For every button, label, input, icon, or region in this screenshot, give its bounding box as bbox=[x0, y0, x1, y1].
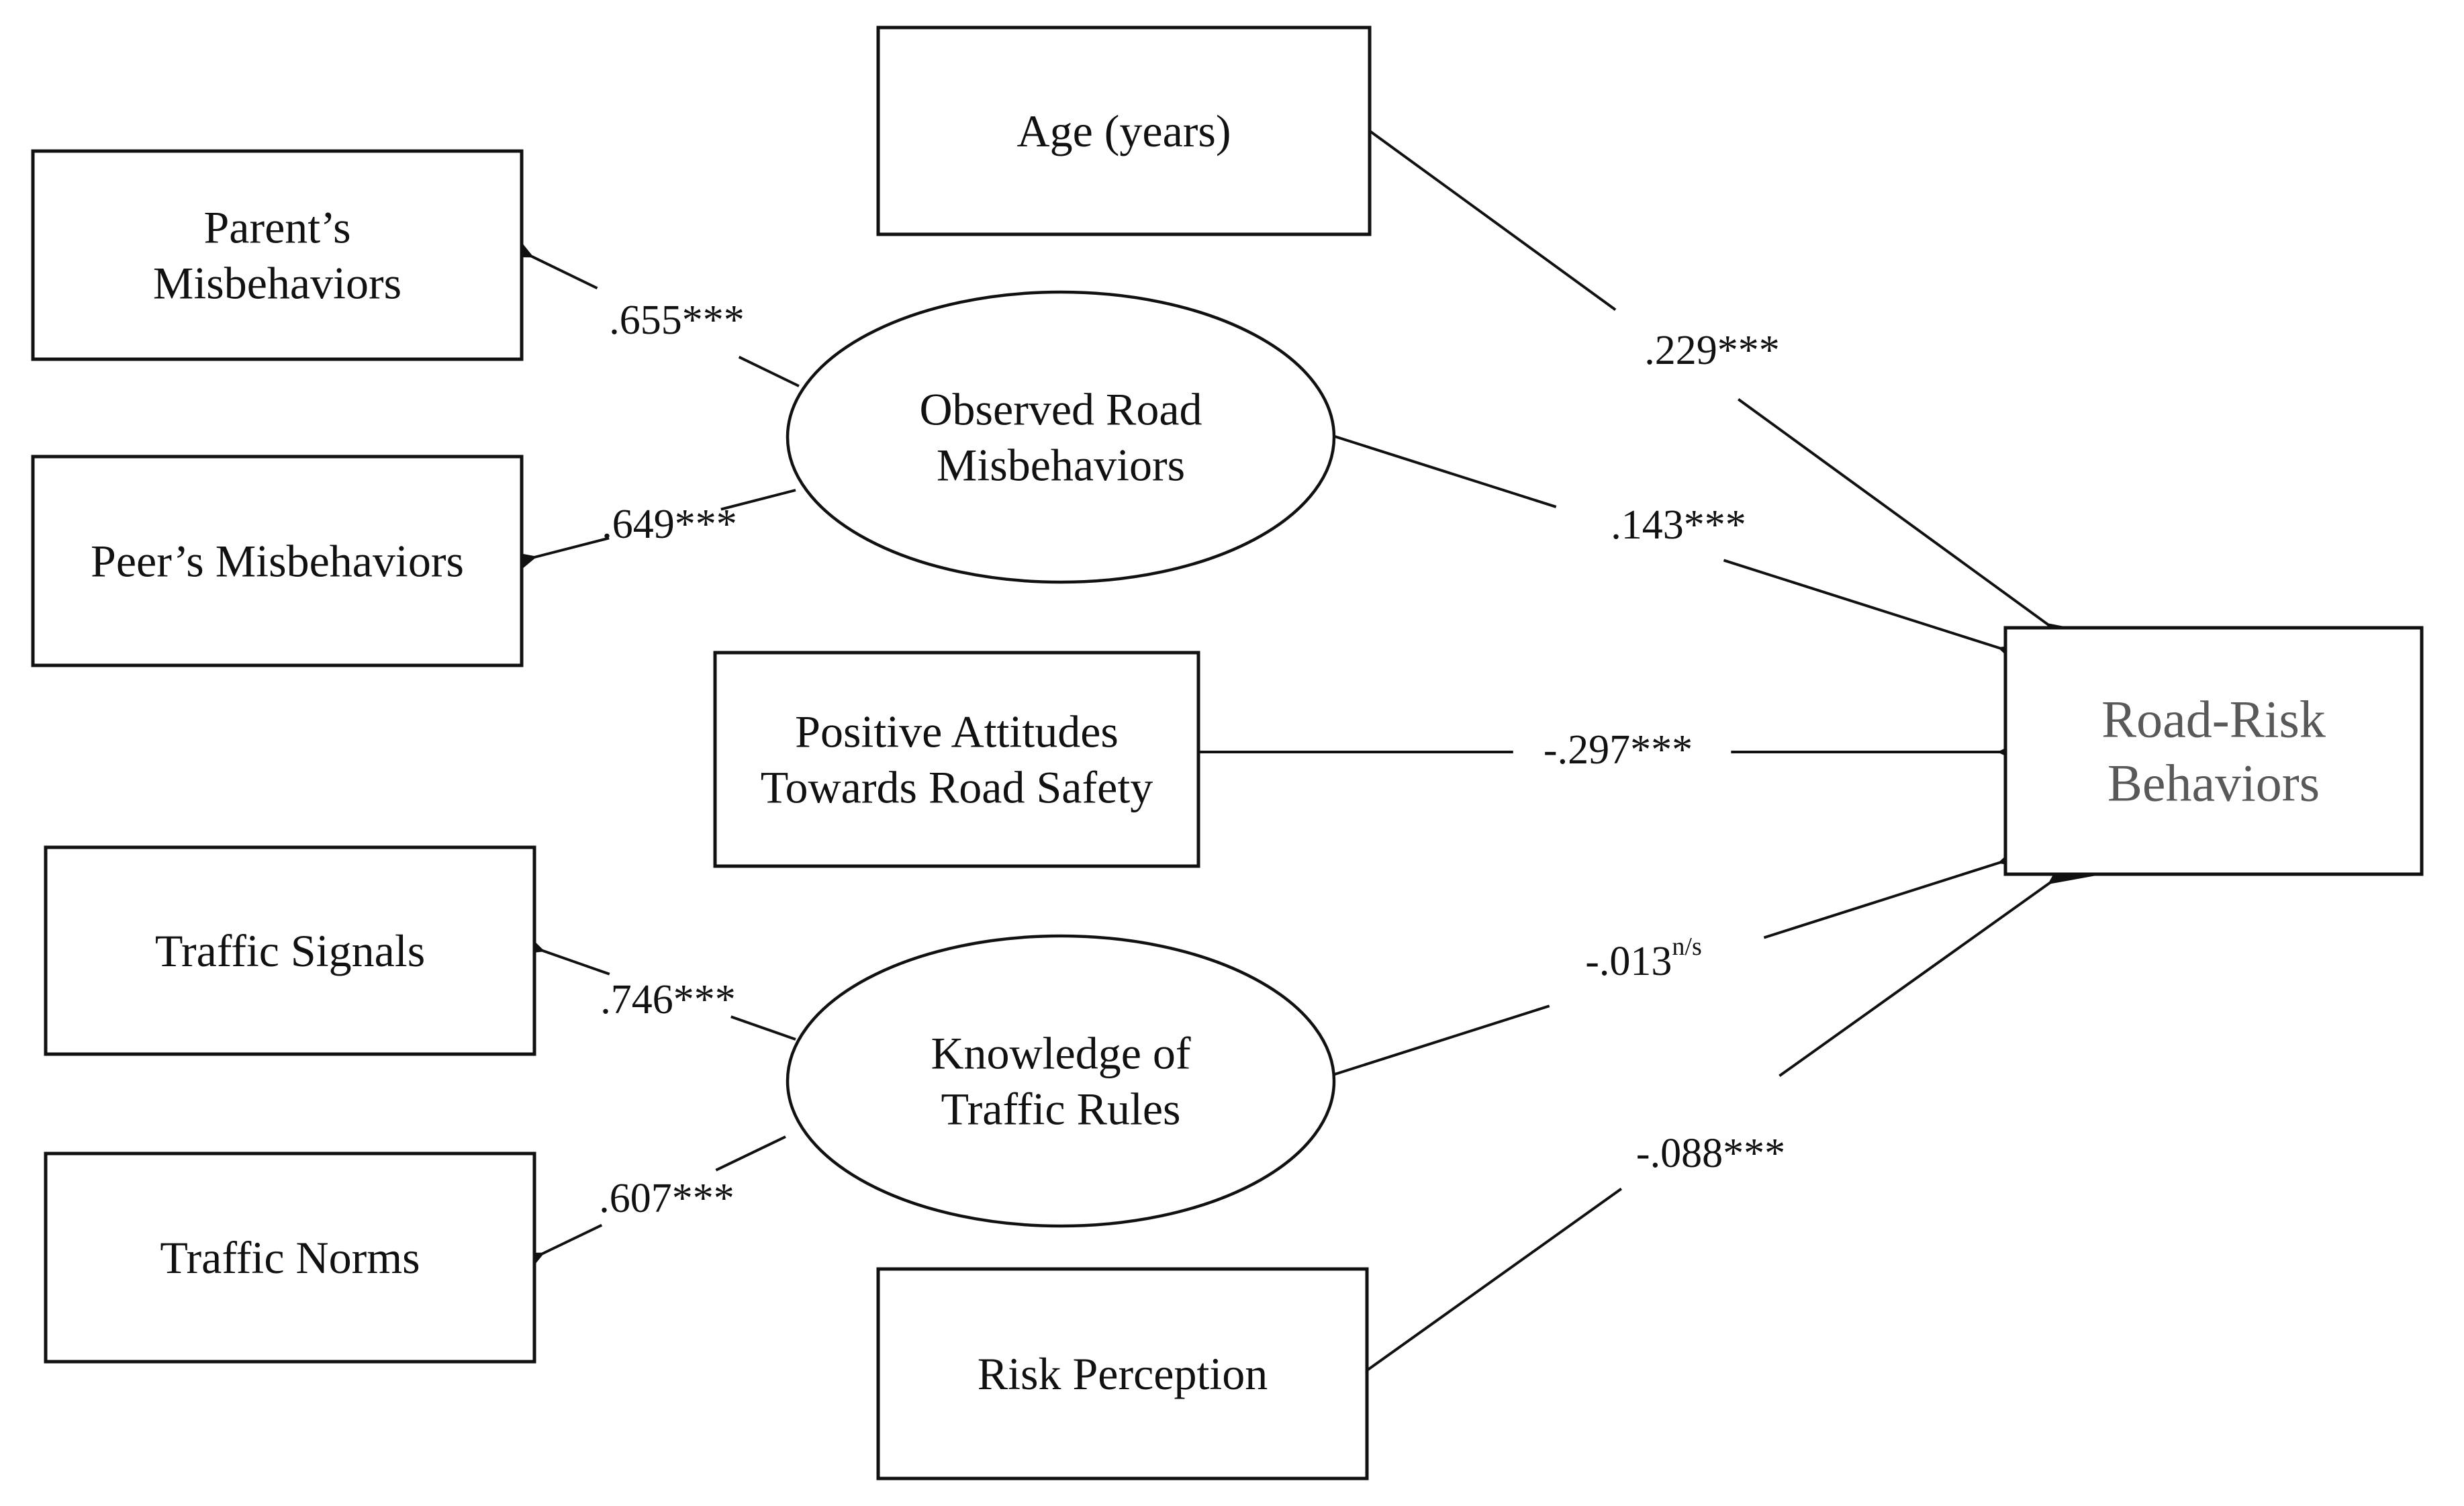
node-observed-road-misbehaviors-ellipse bbox=[786, 290, 1336, 584]
coefficient-label-posatt-to-roadrisk: -.297*** bbox=[1544, 727, 1693, 773]
node-traffic-norms-label-line1: Traffic Norms bbox=[160, 1232, 420, 1283]
path-observed-to-peers: .649*** bbox=[482, 489, 796, 591]
coefficient-label-observed-to-roadrisk: .143*** bbox=[1611, 502, 1746, 548]
node-knowledge-traffic-rules-label-line1: Knowledge of bbox=[931, 1028, 1190, 1079]
node-positive-attitudes-label-line1: Positive Attitudes bbox=[795, 706, 1119, 757]
path-observed-to-peers-segment-start bbox=[720, 489, 796, 511]
node-risk-perception-box bbox=[876, 1267, 1369, 1480]
node-risk-perception: Risk Perception bbox=[876, 1267, 1369, 1480]
path-riskperc-to-roadrisk-segment-arrow bbox=[1779, 837, 2101, 1078]
node-observed-road-misbehaviors-label-line2: Misbehaviors bbox=[937, 439, 1185, 490]
node-traffic-signals: Traffic Signals bbox=[44, 845, 536, 1056]
node-traffic-signals-box bbox=[44, 845, 536, 1056]
path-observed-to-roadrisk-segment-start bbox=[1334, 435, 1557, 508]
coefficient-label-observed-to-parents: .655*** bbox=[609, 297, 745, 343]
path-knowledge-to-norms-segment-start bbox=[715, 1135, 786, 1172]
coefficient-label-riskperc-to-roadrisk: -.088*** bbox=[1636, 1131, 1785, 1176]
node-peers-misbehaviors-label-line1: Peer’s Misbehaviors bbox=[91, 536, 464, 587]
path-riskperc-to-roadrisk-segment-start bbox=[1366, 1187, 1623, 1372]
node-age: Age (years) bbox=[876, 26, 1372, 236]
path-observed-to-peers-segment-arrow bbox=[482, 536, 610, 591]
node-parents-misbehaviors-label-line1: Parent’s bbox=[203, 202, 350, 253]
node-road-risk-behaviors-label-line2: Behaviors bbox=[2107, 754, 2320, 812]
path-knowledge-to-signals-segment-start bbox=[730, 1015, 796, 1041]
coefficient-label-observed-to-peers: .649*** bbox=[602, 502, 737, 547]
path-knowledge-to-signals-segment-arrow bbox=[489, 914, 610, 976]
path-age-to-roadrisk-segment-arrow bbox=[1738, 397, 2099, 670]
node-age-box bbox=[876, 26, 1372, 236]
node-observed-road-misbehaviors-label-line1: Observed Road bbox=[919, 384, 1202, 435]
path-posatt-to-roadrisk: -.297*** bbox=[1198, 727, 2049, 775]
node-knowledge-traffic-rules-label-line2: Traffic Rules bbox=[941, 1083, 1181, 1134]
node-positive-attitudes-box bbox=[713, 651, 1200, 868]
path-knowledge-to-norms-segment-arrow bbox=[489, 1223, 603, 1295]
path-knowledge-to-roadrisk-segment-arrow bbox=[1763, 827, 2053, 939]
path-knowledge-to-norms: .607*** bbox=[489, 1135, 786, 1295]
path-observed-to-parents-segment-arrow bbox=[478, 216, 598, 290]
coefficient-label-knowledge-to-roadrisk: -.013n/s bbox=[1585, 933, 1702, 984]
path-knowledge-to-signals: .746*** bbox=[489, 914, 796, 1041]
node-positive-attitudes-label-line2: Towards Road Safety bbox=[761, 761, 1153, 812]
node-traffic-norms: Traffic Norms bbox=[44, 1151, 536, 1364]
path-knowledge-to-roadrisk-segment-start bbox=[1334, 1004, 1550, 1076]
node-peers-misbehaviors: Peer’s Misbehaviors bbox=[31, 455, 524, 667]
path-observed-to-parents: .655*** bbox=[478, 216, 800, 387]
path-age-to-roadrisk-segment-start bbox=[1368, 130, 1617, 312]
path-observed-to-parents-segment-start bbox=[738, 355, 800, 387]
node-traffic-norms-box bbox=[44, 1151, 536, 1364]
node-road-risk-behaviors-box bbox=[2003, 626, 2424, 876]
path-observed-to-roadrisk: .143*** bbox=[1334, 435, 2053, 684]
node-peers-misbehaviors-box bbox=[31, 455, 524, 667]
path-knowledge-to-roadrisk: -.013n/s bbox=[1334, 827, 2053, 1076]
node-age-label-line1: Age (years) bbox=[1016, 105, 1231, 156]
node-road-risk-behaviors-label-line1: Road-Risk bbox=[2101, 690, 2326, 748]
node-risk-perception-label-line1: Risk Perception bbox=[978, 1348, 1268, 1399]
path-observed-to-roadrisk-segment-arrow bbox=[1723, 559, 2053, 684]
node-knowledge-traffic-rules-ellipse bbox=[786, 934, 1336, 1228]
path-riskperc-to-roadrisk: -.088*** bbox=[1366, 837, 2101, 1372]
node-traffic-signals-label-line1: Traffic Signals bbox=[155, 925, 425, 976]
coefficient-label-knowledge-to-signals: .746*** bbox=[600, 977, 736, 1023]
node-parents-misbehaviors-box bbox=[31, 149, 524, 361]
node-parents-misbehaviors-label-line2: Misbehaviors bbox=[153, 257, 401, 308]
path-age-to-roadrisk: .229*** bbox=[1368, 130, 2099, 670]
coefficient-label-knowledge-to-norms: .607*** bbox=[599, 1176, 735, 1221]
coefficient-label-age-to-roadrisk: .229*** bbox=[1644, 328, 1780, 373]
